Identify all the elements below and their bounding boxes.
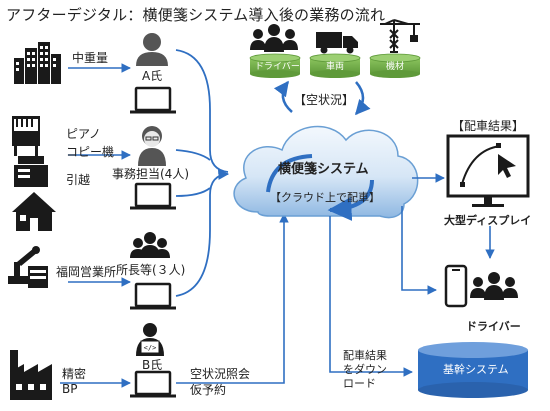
house-icon: [12, 192, 56, 231]
laptop-icon: [130, 370, 176, 398]
laptop-icon: [130, 182, 176, 210]
source-label-copier: コピー機: [66, 145, 115, 159]
vacancy-arrows: [273, 80, 371, 116]
dispatch-result-label: 【配車結果】: [452, 119, 525, 133]
resource-vehicle-label: 車両: [326, 62, 345, 72]
source-label-moving: 引越: [66, 173, 91, 187]
phone-icon: [444, 264, 468, 308]
robot-arm-icon: [8, 246, 48, 288]
resource-equipment-label: 機材: [386, 62, 405, 72]
output-arrows: [329, 173, 495, 377]
drivers-icon: [250, 24, 298, 52]
source-label-seimitsu: 精密: [62, 367, 87, 381]
request-arrow: [176, 213, 289, 384]
system-name-label: 横便箋システム: [278, 162, 369, 177]
source-label-bp: BP: [62, 382, 78, 396]
laptop-icon: [130, 282, 176, 310]
bracket-arrows: [175, 49, 230, 297]
right-driver-label: ドライバー: [466, 320, 521, 333]
page-title: アフターデジタル：横便箋システム導入後の業務の流れ: [6, 6, 386, 24]
request-label-line1: 空状況照会: [190, 367, 251, 381]
crane-icon: [380, 19, 420, 53]
core-system-label: 基幹システム: [443, 363, 509, 376]
vehicle-resource-cylinder: [309, 53, 361, 78]
managers-icon: [130, 232, 170, 258]
equipment-resource-cylinder: [369, 53, 421, 78]
person-b-label: B氏: [142, 358, 163, 372]
piano-icon: [12, 116, 40, 156]
cloud-shape: [233, 125, 419, 221]
driver-resource-cylinder: [249, 53, 301, 78]
managers-label: 所長等(３人): [116, 263, 186, 277]
office-staff-icon: [138, 126, 166, 166]
laptop-icon: [130, 86, 176, 114]
display-icon: [446, 134, 530, 207]
person-a-icon: [136, 33, 168, 66]
person-b-icon: </>: [136, 323, 164, 356]
person-a-label: A氏: [142, 69, 163, 83]
download-label-line1: 配車結果: [343, 349, 387, 362]
source-arrows: [60, 63, 131, 388]
core-system-database: [418, 342, 528, 398]
display-label: 大型ディスプレイ: [444, 214, 532, 227]
download-label-line2: をダウン: [343, 363, 387, 376]
resource-driver-label: ドライバー: [255, 62, 300, 72]
download-label-line3: ロード: [343, 377, 376, 390]
source-label-nakajuryo: 中重量: [72, 51, 109, 65]
office-staff-label: 事務担当(4人): [112, 167, 189, 181]
svg-text:</>: </>: [144, 344, 157, 352]
request-label-line2: 仮予約: [190, 383, 227, 397]
source-label-fukuoka: 福岡営業所: [56, 265, 117, 279]
copier-icon: [14, 156, 48, 187]
building-icon: [14, 42, 61, 84]
cloud-dispatch-label: 【クラウド上で配車】: [270, 191, 380, 204]
factory-icon: [10, 350, 52, 400]
drivers-group-icon: [470, 272, 518, 300]
source-label-piano: ピアノ: [66, 127, 101, 141]
vacancy-label: 【空状況】: [294, 93, 355, 107]
truck-icon: [316, 32, 358, 54]
